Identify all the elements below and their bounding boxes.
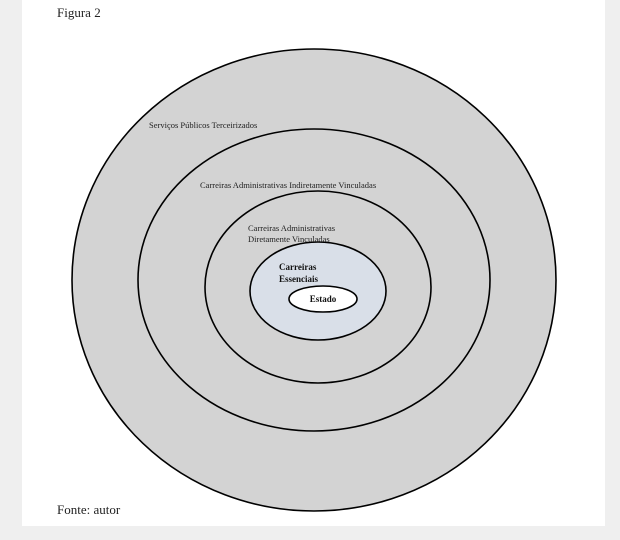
label-direct-careers-line1: Carreiras Administrativas	[248, 223, 335, 233]
label-indirect-careers: Carreiras Administrativas Indiretamente …	[200, 180, 376, 190]
concentric-diagram: Serviços Públicos Terceirizados Carreira…	[71, 48, 557, 512]
label-state: Estado	[310, 294, 337, 304]
label-outsourced-services: Serviços Públicos Terceirizados	[149, 120, 257, 130]
figure-title: Figura 2	[57, 5, 101, 20]
source-note: Fonte: autor	[57, 502, 121, 517]
label-direct-careers-line2: Diretamente Vinculadas	[248, 234, 330, 244]
figure-page: Figura 2 Serviços Públicos Terceirizados…	[22, 0, 605, 526]
label-essential-careers-line2: Essenciais	[279, 274, 319, 284]
label-essential-careers-line1: Carreiras	[279, 262, 317, 272]
layer-ellipse-state	[288, 285, 358, 313]
